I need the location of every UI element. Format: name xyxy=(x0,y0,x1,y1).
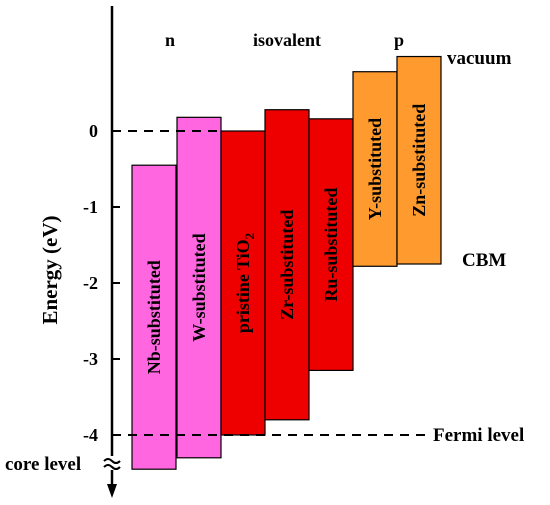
axis-arrow-icon xyxy=(107,484,117,498)
bar-label: Nb-substituted xyxy=(144,260,164,374)
core-level-label: core level xyxy=(5,454,81,475)
bar-label: W-substituted xyxy=(189,233,209,341)
cbm-label: CBM xyxy=(462,250,506,271)
tick-label: -1 xyxy=(83,197,98,217)
energy-axis: 0 -1 -2 -3 -4 Energy (eV) xyxy=(38,6,121,498)
bar-zr-substituted xyxy=(264,109,310,421)
bar-zn-substituted xyxy=(396,55,442,265)
bar-nb-substituted xyxy=(131,164,177,470)
band-bar: W-substituted xyxy=(176,116,222,459)
bar-label: Y-substituted xyxy=(365,118,385,220)
bars-layer: Nb-substituted W-substituted pristine TiO2… xyxy=(131,55,442,470)
bar-label: pristine TiO2 xyxy=(233,233,257,333)
bar-y-substituted xyxy=(352,71,398,267)
group-label-p: p xyxy=(394,30,404,50)
ticks-layer: 0 -1 -2 -3 -4 xyxy=(83,121,120,445)
group-label-n: n xyxy=(165,30,175,50)
vacuum-label: vacuum xyxy=(447,48,512,69)
bar-label: Zn-substituted xyxy=(409,104,429,217)
fermi-level-label: Fermi level xyxy=(433,425,524,446)
band-bar: Y-substituted xyxy=(352,71,398,267)
band-bar: pristine TiO2 xyxy=(220,130,266,436)
bar-label: Ru-substituted xyxy=(321,188,341,302)
axis-break-icon xyxy=(103,458,121,470)
bar-pristine-tio xyxy=(220,130,266,436)
bar-label: Zr-substituted xyxy=(277,210,297,320)
bar-w-substituted xyxy=(176,116,222,459)
tick-label: 0 xyxy=(89,121,98,141)
group-label-isovalent: isovalent xyxy=(253,30,321,50)
axis-title: Energy (eV) xyxy=(38,215,62,324)
band-bar: Zn-substituted xyxy=(396,55,442,265)
band-bar: Nb-substituted xyxy=(131,164,177,470)
tick-label: -4 xyxy=(83,425,98,445)
band-bar: Zr-substituted xyxy=(264,109,310,421)
tick-label: -3 xyxy=(83,349,98,369)
tick-label: -2 xyxy=(83,273,98,293)
band-bar: Ru-substituted xyxy=(308,118,354,371)
